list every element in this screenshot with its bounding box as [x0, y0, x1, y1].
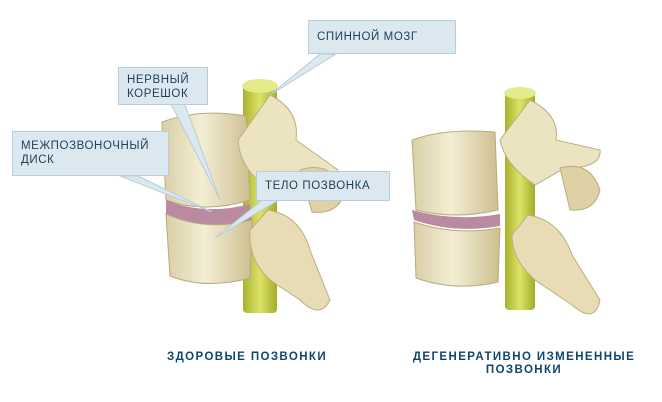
- upper-vertebral-body: [161, 112, 251, 208]
- caption-healthy: ЗДОРОВЫЕ ПОЗВОНКИ: [166, 351, 327, 363]
- degenerative-vertebrae: [411, 87, 601, 315]
- caption-degenerative: ДЕГЕНЕРАТИВНО ИЗМЕНЕННЫЕ ПОЗВОНКИ: [412, 351, 636, 376]
- lower-spinous-process: [249, 209, 331, 311]
- callout-nerve-root: НЕРВНЫЙ КОРЕШОК: [118, 67, 208, 105]
- narrowed-disc: [412, 210, 500, 229]
- callout-pointers: [119, 53, 338, 239]
- lower-vertebral-body-degenerative: [413, 221, 501, 287]
- spinal-cord-top: [242, 79, 278, 93]
- upper-vertebral-body-degenerative: [411, 130, 499, 216]
- callout-vertebral-body: ТЕЛО ПОЗВОНКА: [256, 171, 390, 201]
- callout-intervertebral-disc: МЕЖПОЗВОНОЧНЫЙ ДИСК: [12, 131, 169, 176]
- lower-vertebral-body: [165, 213, 253, 284]
- upper-spinous-process-degenerative: [499, 99, 601, 186]
- lower-spinous-process-degenerative: [511, 214, 601, 315]
- callout-spinal-cord: СПИННОЙ МОЗГ: [308, 20, 456, 54]
- intervertebral-disc: [166, 200, 252, 225]
